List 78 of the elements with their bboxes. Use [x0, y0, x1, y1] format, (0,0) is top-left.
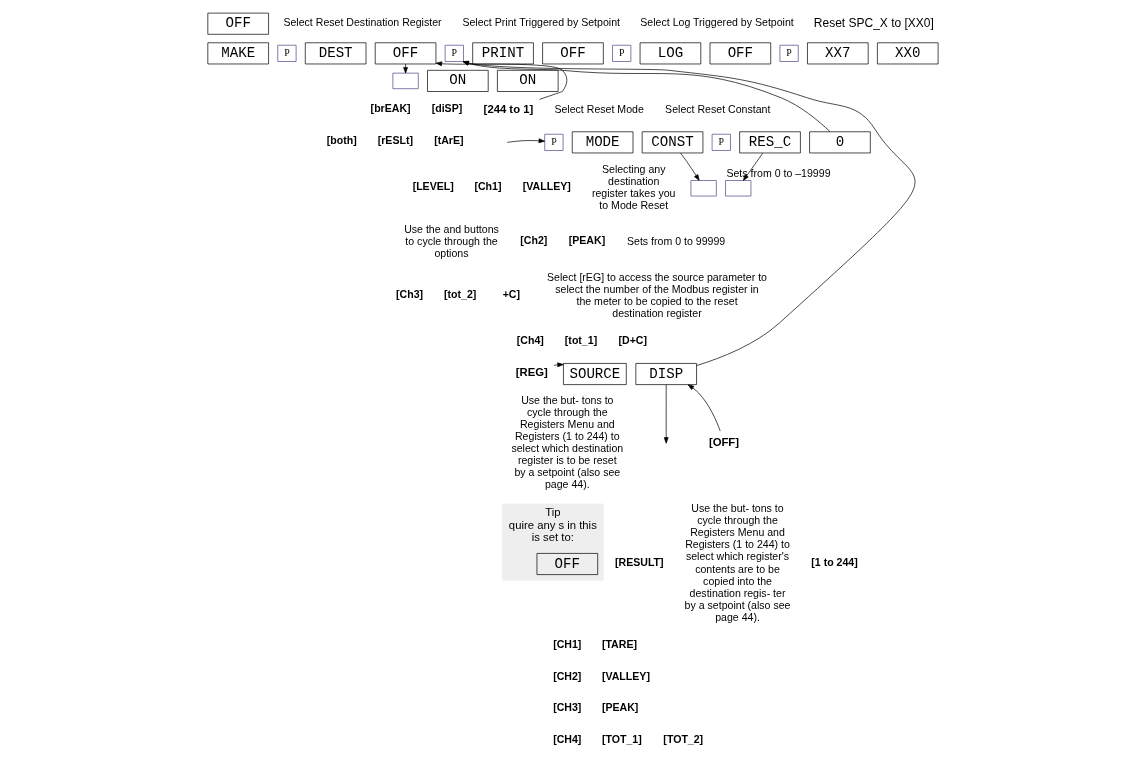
label: [PEAK] [601, 701, 639, 714]
label: [CH4] [553, 733, 582, 746]
label: [LEVEL] [412, 180, 454, 193]
node-box: P [779, 44, 799, 62]
node-box [725, 180, 752, 197]
label: Select Reset Constant [665, 103, 771, 116]
node-box: MODE [571, 131, 634, 154]
node-box: P [711, 133, 731, 151]
node-label: Sets from 0 to –19999 [726, 166, 831, 179]
label: [TOT_2] [663, 733, 704, 746]
label: Selecting any destination register takes you to Mode Reset [591, 162, 676, 211]
node-box: ON [497, 69, 559, 92]
label: [Ch2] [520, 234, 548, 247]
label: Reset SPC_X to [XX0] [813, 15, 934, 30]
node-box: P [444, 44, 464, 62]
label: Use the and buttons to cycle through the options [404, 222, 499, 259]
label: Sets from 0 to 99999 [626, 234, 726, 247]
arrow [403, 63, 408, 74]
label: [TOT_1] [601, 733, 642, 746]
node-text: [OFF] [708, 435, 740, 448]
label: Select Print Triggered by Setpoint [462, 16, 620, 29]
label: [tArE] [434, 134, 464, 147]
arrow [553, 362, 564, 368]
arrow [680, 152, 700, 181]
arrow [663, 384, 669, 444]
label: [tot_1] [564, 334, 598, 347]
label: [D+C] [618, 334, 648, 347]
node-box: ON [427, 69, 489, 92]
node-box: P [612, 44, 632, 62]
node-box: PRINT [472, 42, 534, 65]
node-box: P [277, 44, 297, 62]
label: +C] [502, 288, 521, 301]
node-box: P [544, 133, 564, 151]
node-text: [REG] [515, 366, 548, 378]
node-box: DEST [304, 42, 367, 65]
node-box: OFF [374, 42, 437, 65]
label: [TARE] [601, 637, 637, 650]
node-box: XX0 [877, 42, 939, 65]
label: Select Reset Destination Register [283, 16, 442, 29]
node-box: XX7 [807, 42, 869, 65]
label: [VALLEY] [601, 669, 650, 682]
arrow [687, 384, 721, 432]
node-text: [244 to 1] [483, 102, 534, 115]
node-box: RES_C [739, 131, 801, 154]
node-box: CONST [641, 131, 704, 154]
arrow [506, 138, 545, 144]
node-box [392, 72, 419, 90]
label: [diSP] [431, 102, 463, 115]
label: Use the but- tons to cycle through the Registers Menu and Registers (1 to 244) to select which register's contents are to be copied into the destination regis- ter by a setpoint (also see page 44). [684, 502, 791, 623]
label: Select Reset Mode [554, 103, 644, 116]
label: [brEAK] [370, 102, 411, 115]
label: [CH2] [553, 669, 582, 682]
label: [CH1] [553, 637, 582, 650]
arrow [743, 152, 764, 181]
node-box: SOURCE [563, 363, 627, 385]
label: [RESULT] [614, 555, 664, 568]
label: Use the but- tons to cycle through the Registers Menu and Registers (1 to 244) to select which destination register is to be reset by a setpoint (also see page 44). [511, 394, 624, 491]
label: [Ch4] [516, 334, 544, 347]
label: [VALLEY] [522, 180, 571, 193]
label: [rESLt] [377, 134, 413, 147]
label: [1 to 244] [811, 555, 858, 568]
label: [CH3] [553, 701, 582, 714]
label: Select [rEG] to access the source parameter to select the number of the Modbus register in the meter to be copied to the reset destination register [547, 270, 767, 319]
node-box: OFF [542, 42, 604, 65]
label: Select Log Triggered by Setpoint [640, 16, 794, 29]
node-box: LOG [639, 42, 702, 65]
node-box: OFF [536, 553, 599, 575]
label: [PEAK] [568, 234, 606, 247]
label: [Ch3] [396, 288, 424, 301]
label: [Ch1] [474, 180, 502, 193]
node-box [690, 180, 717, 197]
node-box: 0 [809, 131, 871, 154]
node-box: MAKE [207, 42, 269, 65]
node-box: OFF [709, 42, 772, 65]
node-box: OFF [207, 12, 269, 35]
node-box: DISP [635, 363, 697, 385]
label: [both] [326, 134, 357, 147]
label: [tot_2] [444, 288, 477, 301]
